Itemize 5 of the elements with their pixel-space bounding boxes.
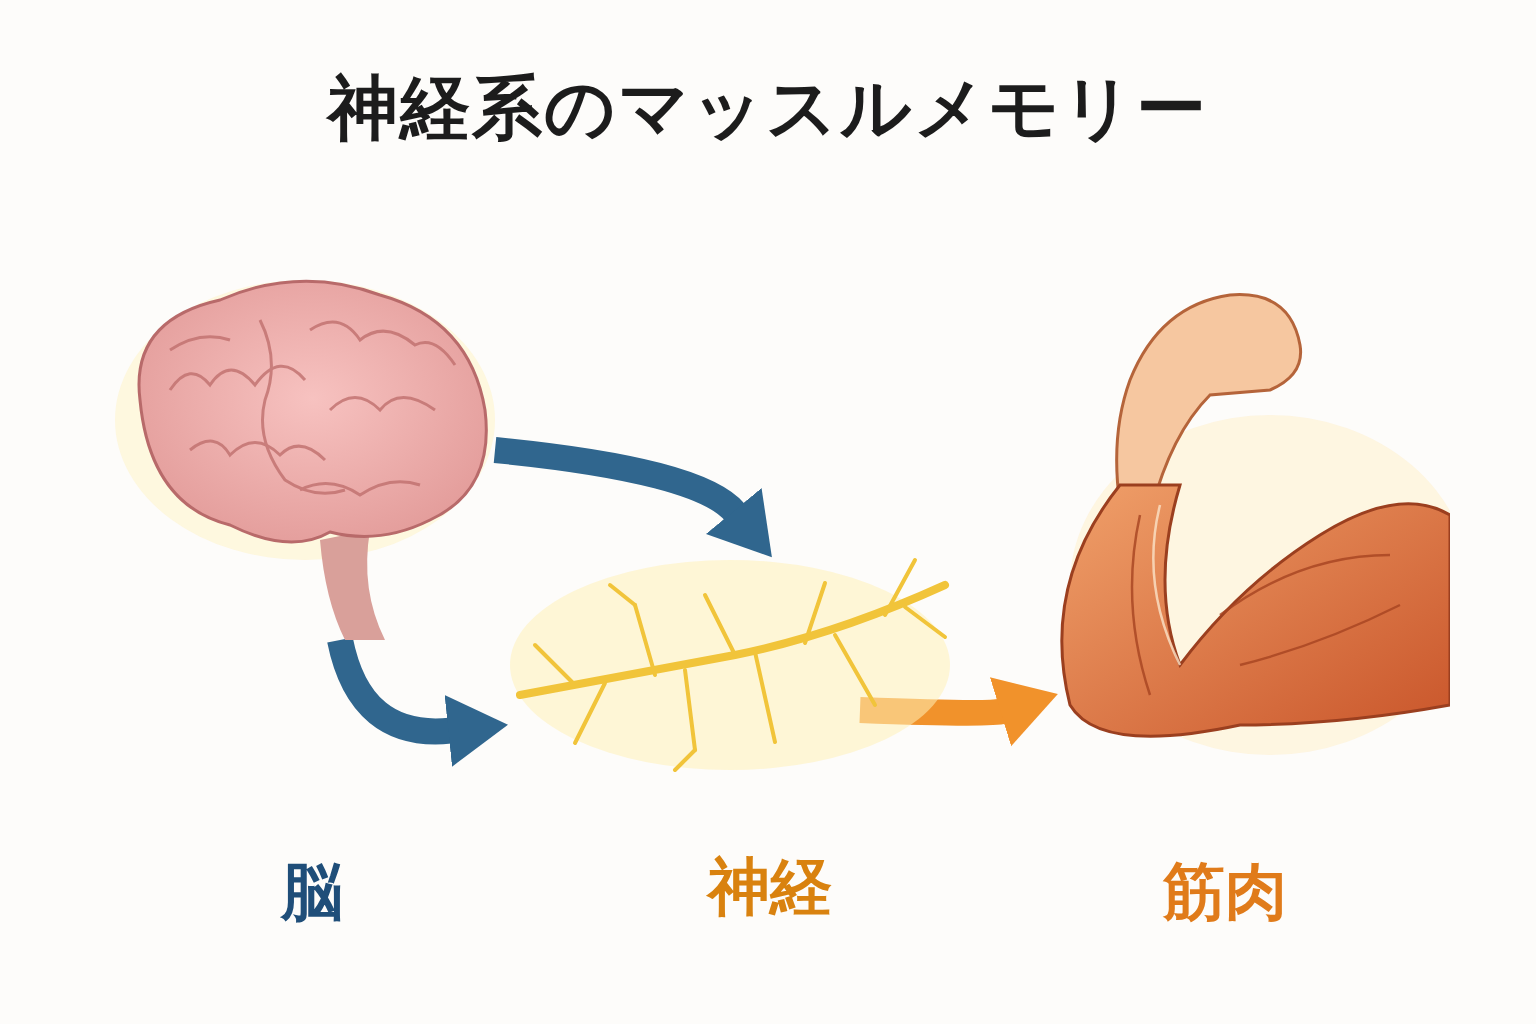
- diagram-title: 神経系のマッスルメモリー: [325, 66, 1209, 151]
- node-label: 筋肉: [1163, 854, 1287, 930]
- curved-arrow: [859, 676, 1060, 747]
- node-label: 脳: [281, 854, 343, 930]
- node-label: 神経: [708, 849, 832, 925]
